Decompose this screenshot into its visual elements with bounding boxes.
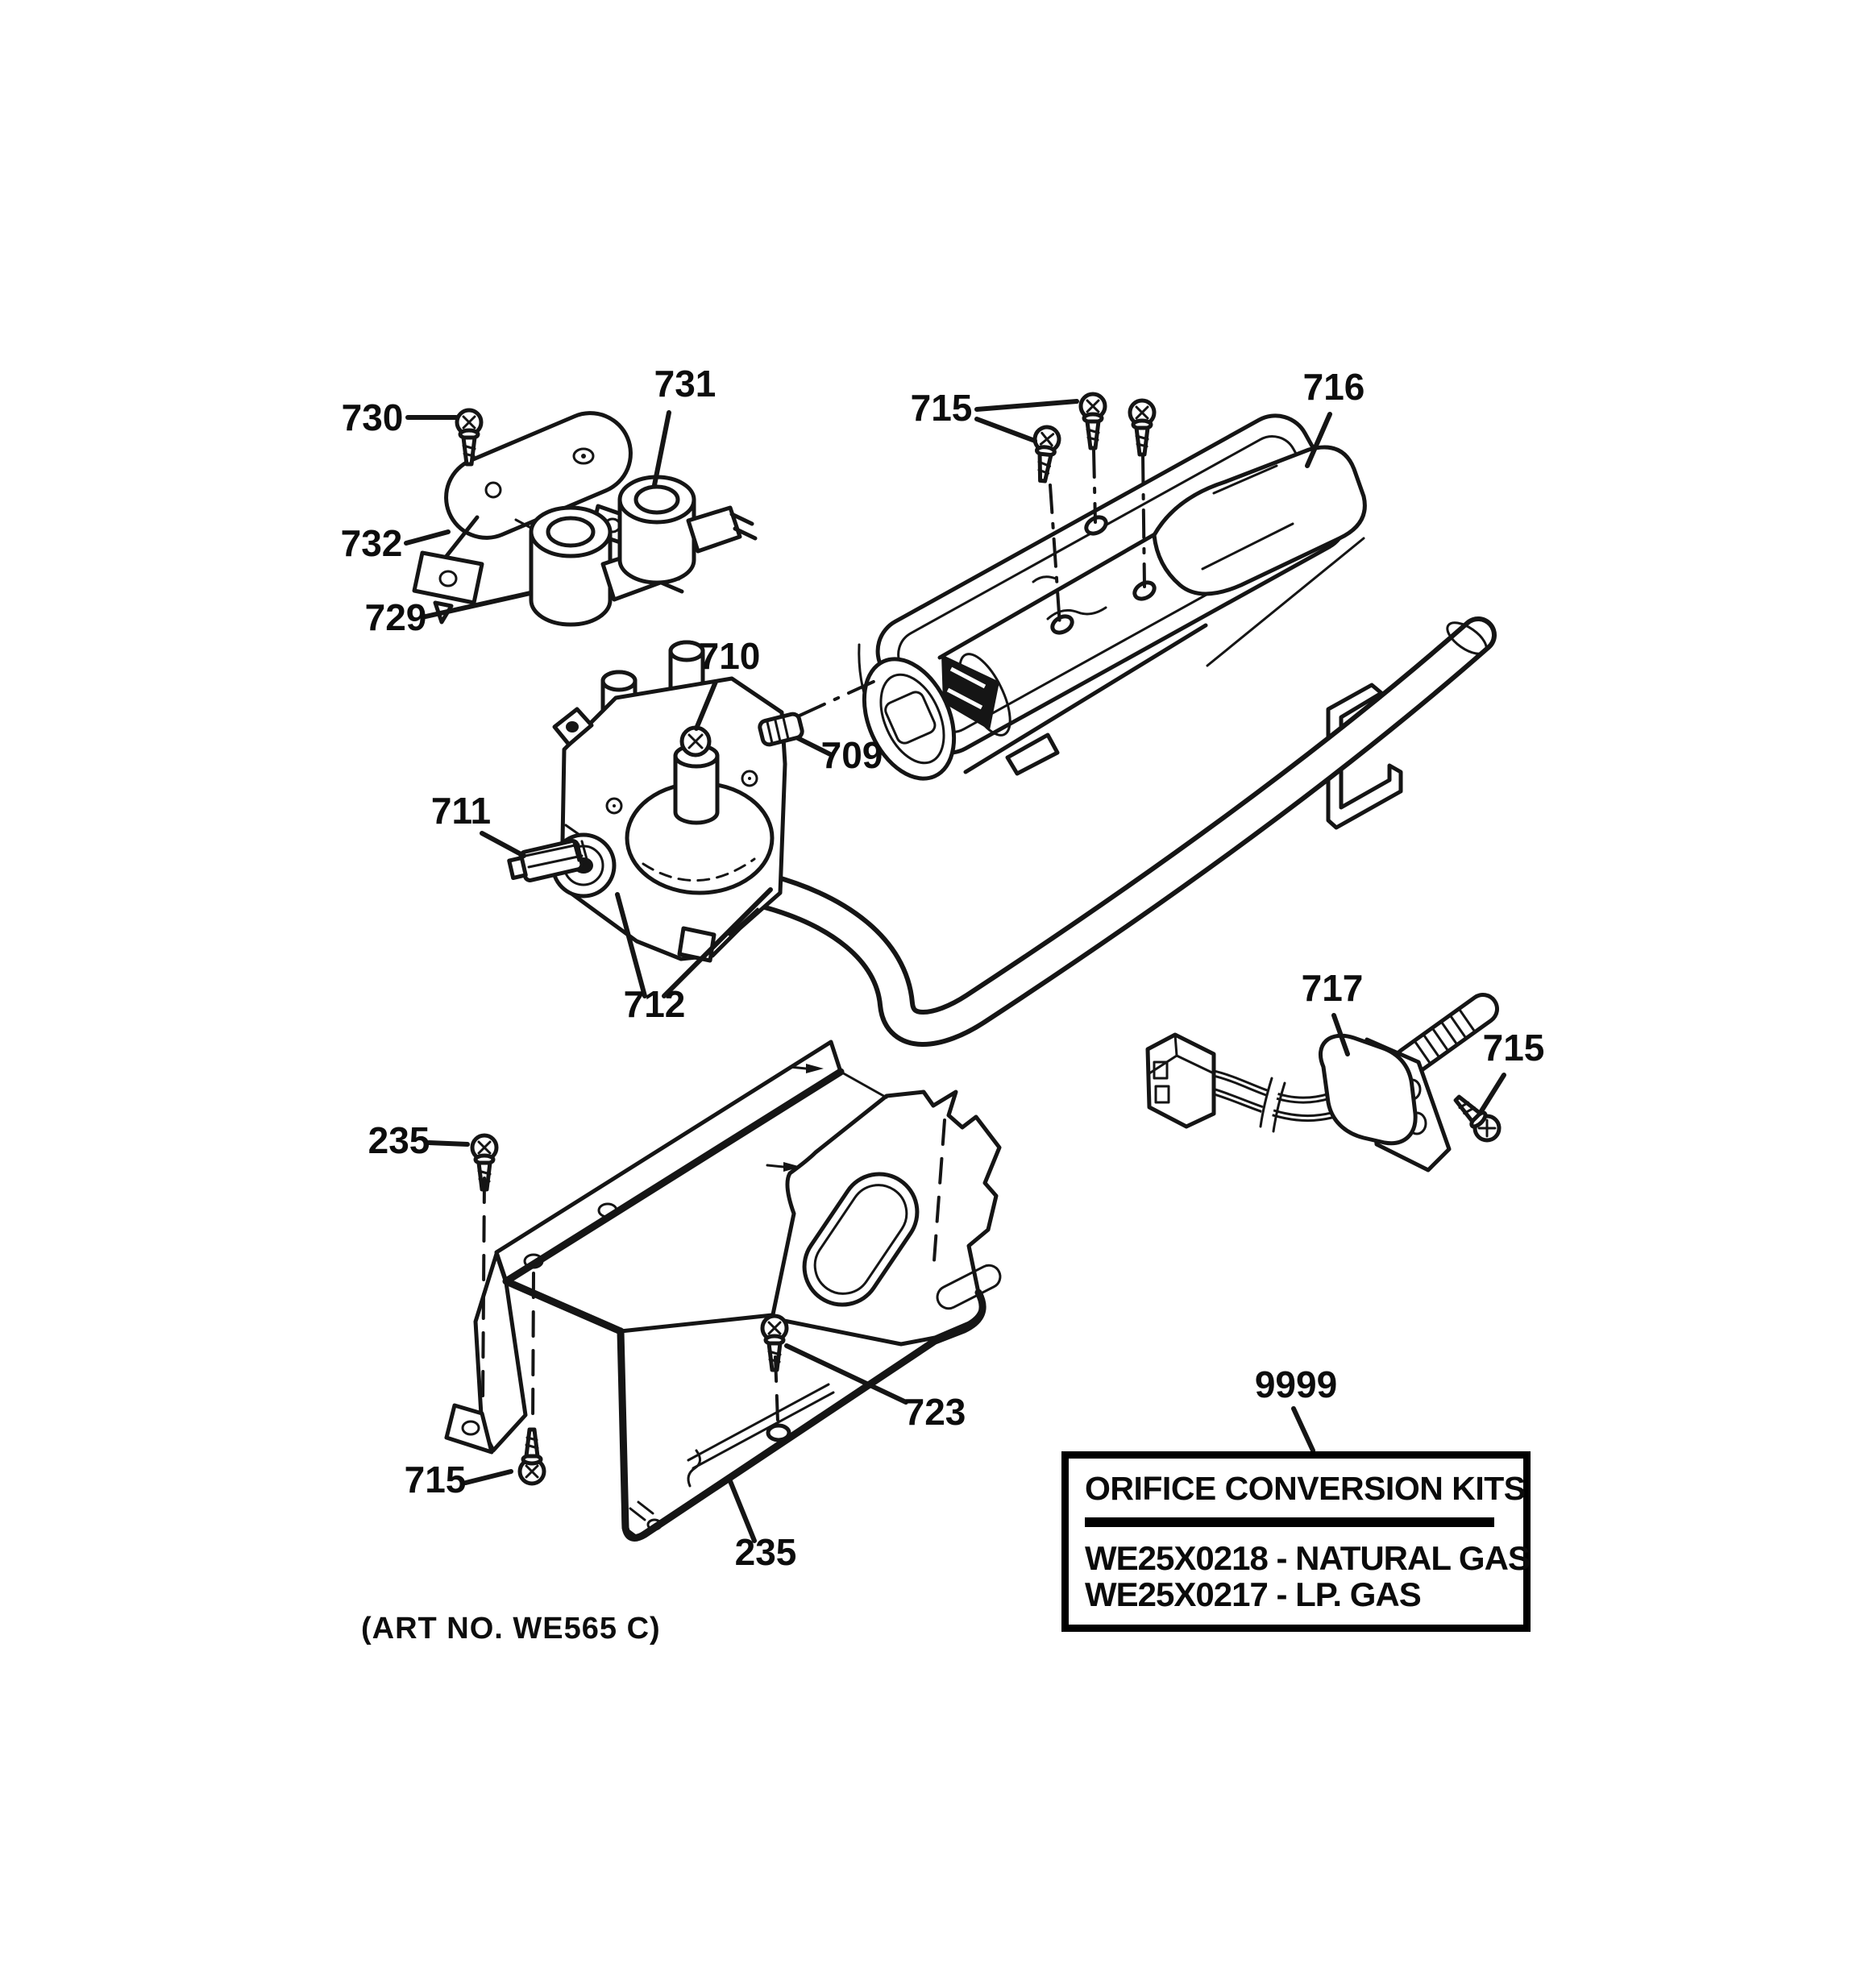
solenoid-assembly: [412, 411, 758, 627]
igniter-body: [1318, 1033, 1418, 1146]
burner-bracket-235: [444, 1040, 1002, 1542]
callout-9999: 9999: [1255, 1363, 1337, 1405]
kit-lp-gas: WE25X0217 - LP. GAS: [1085, 1575, 1422, 1614]
callout-716: 716: [1303, 366, 1365, 408]
callout-709: 709: [821, 734, 883, 776]
inlet-plug-711: [507, 839, 588, 882]
leader-lines: [404, 399, 1506, 1543]
gas-valve-712: [550, 640, 787, 963]
wire-connector: [1145, 1032, 1216, 1129]
callout-235-top: 235: [368, 1119, 430, 1161]
callout-729: 729: [365, 596, 427, 638]
flame-spreader: [1152, 445, 1367, 596]
callout-731: 731: [654, 363, 717, 405]
art-number: (ART NO. WE565 C): [361, 1612, 661, 1646]
orifice-fitting-709: [758, 679, 879, 747]
callout-235-bottom: 235: [735, 1531, 797, 1573]
igniter-element: [1393, 993, 1499, 1078]
callout-labels: 730 731 732 729 715 716 710 709 711 712 …: [341, 363, 1545, 1573]
callout-711: 711: [431, 790, 491, 832]
callout-717: 717: [1302, 967, 1364, 1009]
callout-715-right: 715: [1483, 1027, 1545, 1069]
kit-box-divider: [1085, 1517, 1494, 1527]
screw-715-right: [1449, 1090, 1505, 1146]
solenoid-coil-731: [617, 475, 758, 585]
oval-cutout: [802, 1172, 920, 1307]
callout-712: 712: [624, 983, 686, 1025]
gas-pipe: [749, 616, 1497, 1047]
callout-715-lower: 715: [405, 1459, 467, 1500]
callout-730: 730: [342, 396, 404, 438]
kit-box-title: ORIFICE CONVERSION KITS: [1085, 1470, 1526, 1507]
screw-715-a: [1031, 426, 1061, 483]
screw-715-c: [1130, 401, 1154, 454]
callout-710: 710: [699, 635, 761, 677]
igniter-717: [1145, 993, 1499, 1172]
burner-pan-716: [858, 413, 1367, 781]
mounting-screws: [457, 394, 1504, 1484]
pipe-support-bracket: [1326, 683, 1403, 830]
callout-732: 732: [341, 522, 403, 564]
callout-723: 723: [904, 1391, 966, 1433]
screw-715-b: [1081, 394, 1105, 448]
callout-715-top: 715: [911, 387, 973, 429]
orifice-conversion-kit-box: ORIFICE CONVERSION KITS WE25X0218 - NATU…: [1061, 1451, 1531, 1632]
kit-natural-gas: WE25X0218 - NATURAL GAS: [1085, 1539, 1531, 1577]
screw-715-lower: [520, 1430, 544, 1484]
venturi-tube: [862, 523, 1208, 781]
